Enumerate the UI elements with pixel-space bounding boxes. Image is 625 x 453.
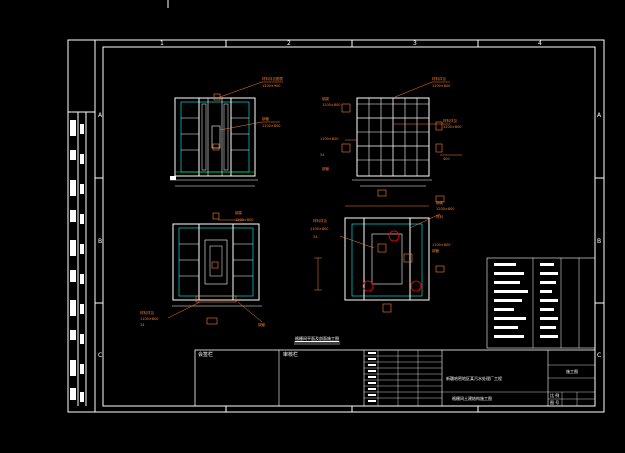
scale-label: 比 例 [550,393,560,398]
column-number-4: 4 [538,40,542,47]
column-number-2: 2 [287,40,291,47]
drawing-title: 新疆哈密地区某污水处理厂工程 [446,376,502,381]
view-section-b: 材料详见 1100×800 34 钢梁 1200×800 材料 1100×800… [310,189,455,313]
stage-label: 施工图 [566,369,578,374]
row-letter-b-left: B [98,238,103,245]
svg-text:钢管: 钢管 [432,248,440,253]
svg-text:34: 34 [313,235,318,239]
outer-border [67,39,605,413]
svg-text:34: 34 [320,153,325,157]
review-box-label: 审核栏 [283,352,299,358]
svg-text:钢管: 钢管 [262,116,270,121]
title-block-lines [194,349,596,407]
drawing-number-label: 图 号 [550,400,560,405]
svg-text:1200×800: 1200×800 [432,84,451,88]
svg-text:钢管: 钢管 [258,322,266,327]
svg-text:钢梁: 钢梁 [322,96,330,101]
svg-text:1100×800: 1100×800 [320,137,339,141]
svg-text:钢梁: 钢梁 [235,210,242,215]
countersign-box-label: 会签栏 [198,352,214,358]
drawing-caption: 格栅间平面及剖面施工图 [295,336,339,341]
svg-text:1200×800: 1200×800 [322,103,341,107]
svg-text:1200×800: 1200×800 [262,124,281,128]
drawing-subtitle: 格栅间土建结构施工图 [452,396,492,401]
svg-text:材料详见: 材料详见 [432,76,446,81]
column-number-1: 1 [160,40,164,47]
row-letter-c-right: C [597,352,602,359]
view-section-a: 钢梁 1200×800 材料详见 1100×800 34 钢管 [140,210,266,327]
svg-text:1200×800: 1200×800 [443,125,462,129]
svg-text:1100×800: 1100×800 [310,227,329,231]
row-letter-b-right: B [597,238,602,245]
row-letter-a-right: A [597,112,602,119]
svg-text:材料详见: 材料详见 [140,310,154,315]
svg-text:34: 34 [140,323,145,327]
view-front-elevation: 材料详见图表 1200×900 钢管 1200×800 [170,76,283,187]
row-letter-c-left: C [98,352,103,359]
row-letter-a-left: A [98,112,103,119]
svg-text:材料详见: 材料详见 [443,118,457,123]
svg-text:1100×800: 1100×800 [140,317,159,321]
svg-text:1200×800: 1200×800 [436,207,455,211]
svg-text:材料详见: 材料详见 [313,218,327,223]
svg-text:材料详见图表: 材料详见图表 [262,76,283,81]
svg-text:1100×800: 1100×800 [432,243,451,247]
svg-text:1200×900: 1200×900 [262,84,281,88]
svg-text:钢梁: 钢梁 [436,200,444,205]
svg-text:400: 400 [443,157,450,161]
svg-text:材料: 材料 [436,214,444,219]
material-table [486,257,596,349]
left-strip-marks [70,120,84,402]
column-number-3: 3 [413,40,417,47]
svg-text:钢管: 钢管 [322,166,330,171]
view-side-elevation: 材料详见 1200×800 钢梁 1200×800 1100×800 34 钢管… [320,76,462,187]
svg-text:1200×800: 1200×800 [235,218,254,222]
